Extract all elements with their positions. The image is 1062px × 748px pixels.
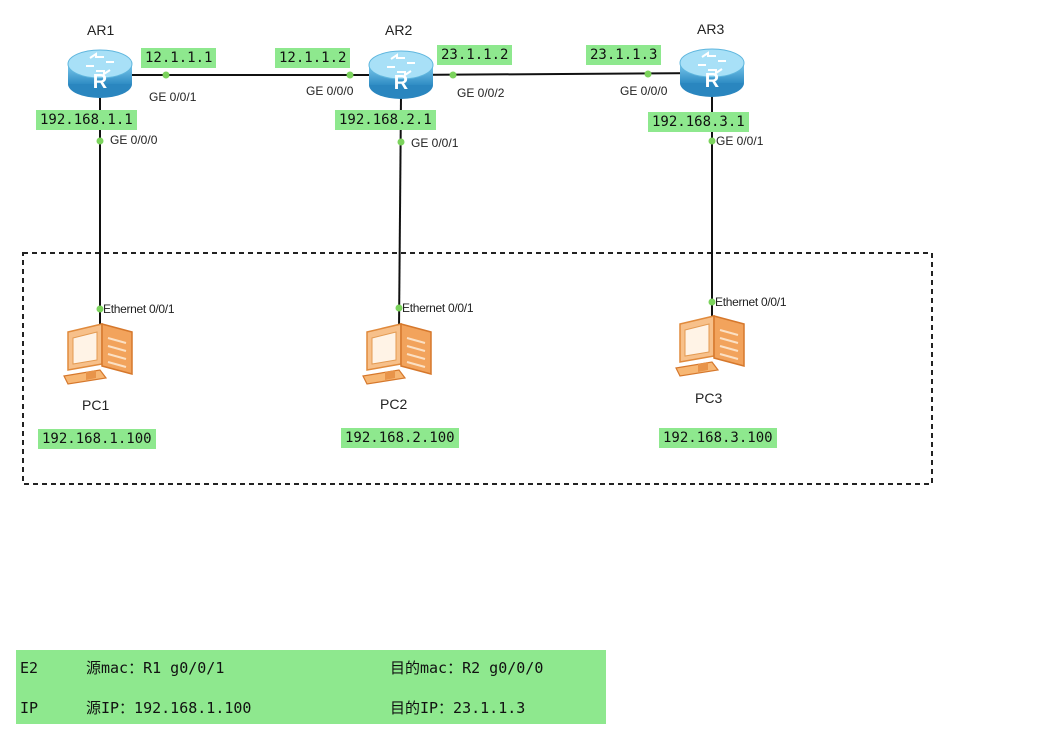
summary-e2-layer: E2 [20, 659, 39, 677]
ip-ar2-ge002: 23.1.1.2 [437, 45, 513, 65]
summary-e2-src: 源mac：R1 g0/0/1 [86, 659, 225, 677]
port-pc3-eth: Ethernet 0/0/1 [715, 295, 787, 309]
summary-e2-dst: 目的mac：R2 g0/0/0 [390, 659, 544, 677]
pc2-ip: 192.168.2.100 [341, 428, 459, 448]
ip-ar3-ge000: 23.1.1.3 [586, 45, 662, 65]
port-dots [96, 70, 716, 313]
port-dot-ar1-ge001 [162, 71, 170, 79]
port-dot-pc2-eth [395, 304, 403, 312]
port-ar1-ge000: GE 0/0/0 [110, 133, 158, 147]
router-ar1-icon[interactable] [67, 49, 133, 99]
port-ar2-ge000: GE 0/0/0 [306, 84, 354, 98]
port-dot-ar2-ge002 [449, 71, 457, 79]
pc1-ip: 192.168.1.100 [38, 429, 156, 449]
port-ar1-ge001: GE 0/0/1 [149, 90, 197, 104]
port-ar2-ge001: GE 0/0/1 [411, 136, 459, 150]
ip-ar3-ge001: 192.168.3.1 [648, 112, 749, 132]
pc1-icon[interactable] [63, 323, 133, 385]
pc3-icon[interactable] [675, 315, 745, 377]
port-ar3-ge001: GE 0/0/1 [716, 134, 764, 148]
lan-boundary [22, 252, 933, 485]
pc2-icon[interactable] [362, 323, 432, 385]
summary-row-e2: E2 源mac：R1 g0/0/1 目的mac：R2 g0/0/0 [16, 652, 606, 684]
port-dot-ar3-ge000 [644, 70, 652, 78]
ip-ar2-ge000: 12.1.1.2 [275, 48, 351, 68]
port-dot-pc1-eth [96, 305, 104, 313]
pc3-ip: 192.168.3.100 [659, 428, 777, 448]
pc3-label: PC3 [695, 390, 723, 406]
port-dot-ar2-ge001 [397, 138, 405, 146]
port-ar3-ge000: GE 0/0/0 [620, 84, 668, 98]
port-dot-ar2-ge000 [346, 71, 354, 79]
pc2-label: PC2 [380, 396, 408, 412]
port-dot-ar1-ge000 [96, 137, 104, 145]
summary-ip-src: 源IP：192.168.1.100 [86, 699, 252, 717]
ip-ar1-ge000: 192.168.1.1 [36, 110, 137, 130]
packet-header-summary: E2 源mac：R1 g0/0/1 目的mac：R2 g0/0/0 IP 源IP… [16, 650, 606, 724]
port-pc2-eth: Ethernet 0/0/1 [402, 301, 474, 315]
summary-row-ip: IP 源IP：192.168.1.100 目的IP：23.1.1.3 [16, 692, 606, 724]
router-ar1-label: AR1 [87, 22, 115, 38]
router-ar2-icon[interactable] [368, 50, 434, 100]
summary-ip-dst: 目的IP：23.1.1.3 [390, 699, 526, 717]
pc1-label: PC1 [82, 397, 110, 413]
router-ar2-label: AR2 [385, 22, 413, 38]
summary-ip-layer: IP [20, 699, 39, 717]
port-dot-ar3-ge001 [708, 137, 716, 145]
router-ar3-icon[interactable] [679, 48, 745, 98]
port-ar2-ge002: GE 0/0/2 [457, 86, 505, 100]
ip-ar2-ge001: 192.168.2.1 [335, 110, 436, 130]
port-pc1-eth: Ethernet 0/0/1 [103, 302, 175, 316]
port-dot-pc3-eth [708, 298, 716, 306]
link-ar2-pc2 [398, 95, 402, 331]
router-ar3-label: AR3 [697, 21, 725, 37]
ip-ar1-ge001: 12.1.1.1 [141, 48, 217, 68]
link-ar2-ar3 [401, 72, 713, 76]
